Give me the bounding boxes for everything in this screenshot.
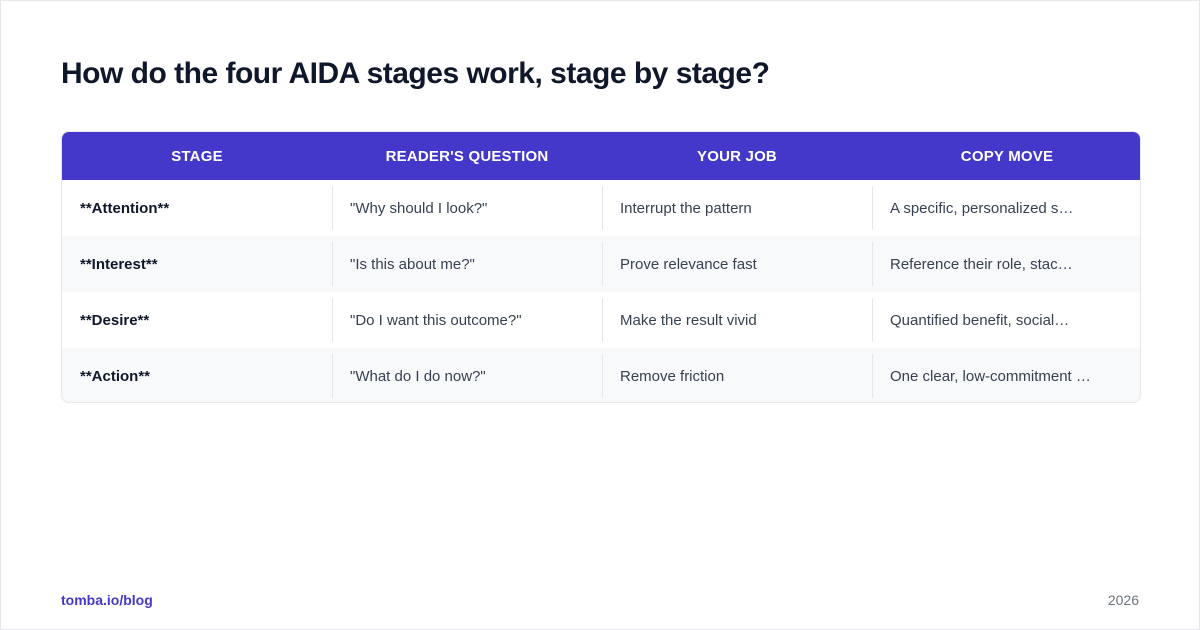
table-cell-your-job: Make the result vivid — [602, 292, 872, 348]
table-row-desire: **Desire** "Do I want this outcome?" Mak… — [62, 292, 1140, 348]
table-cell-copy-move: A specific, personalized s… — [872, 180, 1140, 236]
table-cell-readers-question: "Why should I look?" — [332, 180, 602, 236]
table-cell-copy-move: Reference their role, stac… — [872, 236, 1140, 292]
table-cell-stage: **Attention** — [80, 199, 170, 217]
table-header: STAGE READER'S QUESTION YOUR JOB COPY MO… — [62, 132, 1140, 180]
table-cell-copy-move: Quantified benefit, social… — [872, 292, 1140, 348]
table-cell-readers-question: "What do I do now?" — [332, 348, 602, 402]
column-header-stage: STAGE — [171, 147, 223, 165]
table-cell-your-job: Remove friction — [602, 348, 872, 402]
table-row-interest: **Interest** "Is this about me?" Prove r… — [62, 236, 1140, 292]
table-cell-your-job: Prove relevance fast — [602, 236, 872, 292]
table-cell-readers-question: "Do I want this outcome?" — [332, 292, 602, 348]
table-cell-your-job: Interrupt the pattern — [602, 180, 872, 236]
column-header-your-job: YOUR JOB — [697, 147, 777, 165]
column-header-readers-question: READER'S QUESTION — [385, 147, 549, 165]
table-cell-stage: **Desire** — [80, 311, 150, 329]
aida-table: STAGE READER'S QUESTION YOUR JOB COPY MO… — [61, 131, 1141, 403]
table-row-action: **Action** "What do I do now?" Remove fr… — [62, 348, 1140, 402]
table-cell-readers-question: "Is this about me?" — [332, 236, 602, 292]
table-cell-stage: **Action** — [80, 367, 151, 385]
table-body: **Attention** "Why should I look?" Inter… — [62, 180, 1140, 402]
blog-link[interactable]: tomba.io/blog — [61, 592, 153, 608]
table-cell-stage: **Interest** — [80, 255, 158, 273]
table-cell-copy-move: One clear, low-commitment … — [872, 348, 1140, 402]
table-row-attention: **Attention** "Why should I look?" Inter… — [62, 180, 1140, 236]
footer-year: 2026 — [1107, 592, 1139, 608]
page-title: How do the four AIDA stages work, stage … — [61, 57, 770, 90]
column-header-copy-move: COPY MOVE — [960, 147, 1054, 165]
